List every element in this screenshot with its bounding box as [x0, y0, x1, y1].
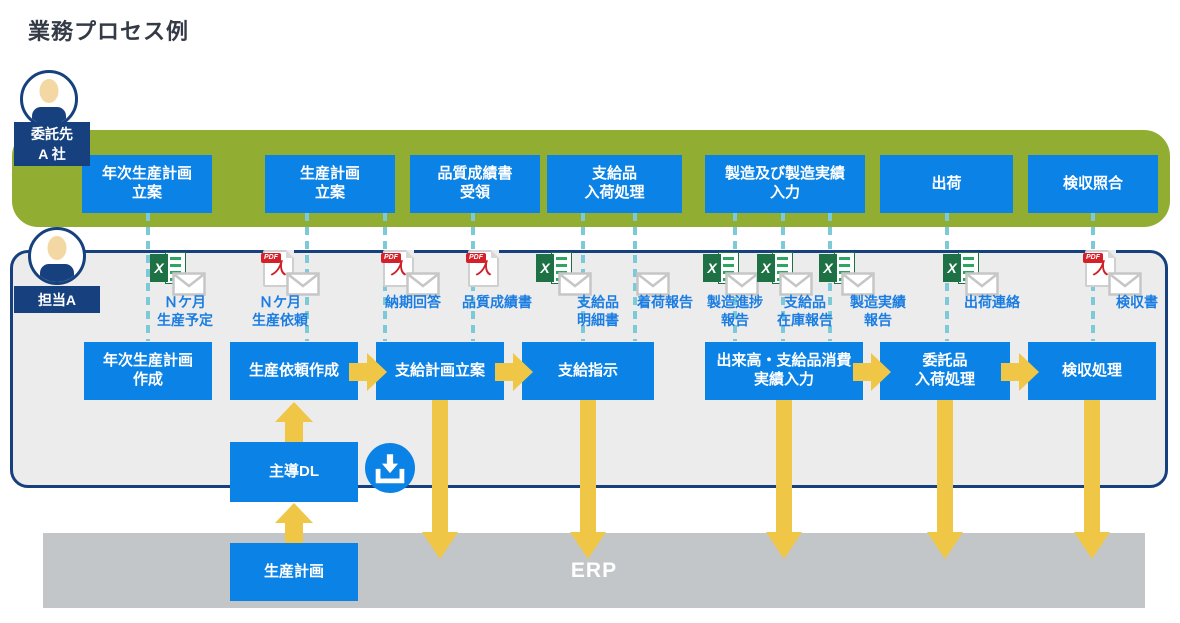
mail-icon — [558, 272, 592, 296]
mail-icon — [1108, 272, 1142, 296]
pdf-icon — [381, 250, 414, 287]
mail-icon — [779, 272, 813, 296]
contractor-step: 支給品 入荷処理 — [547, 155, 682, 213]
mail-icon — [965, 272, 999, 296]
flow-arrow-right — [853, 353, 891, 391]
excel-icon — [943, 252, 979, 284]
erp-arrow-down — [580, 400, 596, 534]
doc-label: Ｎケ月 生産予定 — [157, 294, 213, 328]
erp-arrow-head — [1074, 532, 1110, 559]
doc-label: 製造実績 報告 — [850, 294, 906, 328]
erp-arrow-down — [937, 400, 953, 534]
contractor-step: 年次生産計画 立案 — [82, 155, 212, 213]
operator-step: 検収処理 — [1028, 342, 1156, 400]
page-title: 業務プロセス例 — [28, 19, 190, 44]
pdf-icon — [261, 250, 294, 287]
operator-step: 生産依頼作成 — [230, 342, 358, 400]
erp-arrow-down — [776, 400, 792, 534]
operator-avatar person-icon — [28, 227, 86, 285]
mail-icon — [841, 272, 875, 296]
operator-step: 出来高・支給品消費 実績入力 — [705, 342, 863, 400]
contractor-avatar person-icon — [20, 70, 78, 128]
mail-icon — [406, 272, 440, 296]
mail-icon — [725, 272, 759, 296]
mail-icon — [286, 272, 320, 296]
flow-arrow-right — [495, 353, 533, 391]
pdf-icon — [466, 250, 499, 287]
flow-arrow-right — [349, 353, 387, 391]
doc-label: 着荷報告 — [637, 294, 693, 310]
erp-arrow-head — [766, 532, 802, 559]
erp-arrow-down — [432, 400, 448, 534]
flow-arrow-right — [1001, 353, 1039, 391]
flow-arrow-up — [275, 402, 313, 442]
operator-step: 支給指示 — [522, 342, 654, 400]
operator-step: 年次生産計画 作成 — [84, 342, 212, 400]
doc-label: Ｎケ月 生産依頼 — [252, 294, 308, 328]
operator-step: 支給計画立案 — [376, 342, 504, 400]
contractor-step: 出荷 — [880, 155, 1013, 213]
contractor-step: 検収照合 — [1028, 155, 1158, 213]
erp-arrow-head — [927, 532, 963, 559]
erp-label: ERP — [570, 558, 618, 582]
dashed-connector — [146, 213, 150, 341]
doc-label: 支給品 在庫報告 — [777, 294, 833, 328]
doc-label: 支給品 明細書 — [577, 294, 619, 328]
erp-arrow-down — [1084, 400, 1100, 534]
download-box: 主導DL — [230, 442, 358, 502]
contractor-badge: 委託先 A 社 — [14, 122, 90, 166]
erp-arrow-head — [422, 532, 458, 559]
doc-label: 検収書 — [1116, 294, 1158, 310]
contractor-step: 品質成績書 受領 — [410, 155, 540, 213]
contractor-step: 製造及び製造実績 入力 — [705, 155, 865, 213]
download-icon — [365, 443, 415, 493]
dashed-connector — [633, 213, 637, 341]
operator-step: 委託品 入荷処理 — [880, 342, 1010, 400]
flow-arrow-up — [275, 503, 313, 543]
mail-icon — [636, 272, 670, 296]
operator-badge: 担当A — [14, 286, 100, 313]
doc-label: 納期回答 — [385, 294, 441, 310]
production-plan-box: 生産計画 — [230, 543, 358, 601]
doc-label: 製造進捗 報告 — [707, 294, 763, 328]
contractor-step: 生産計画 立案 — [265, 155, 395, 213]
erp-arrow-head — [570, 532, 606, 559]
doc-label: 出荷連絡 — [964, 294, 1020, 310]
mail-icon — [172, 272, 206, 296]
doc-label: 品質成績書 — [462, 294, 532, 310]
